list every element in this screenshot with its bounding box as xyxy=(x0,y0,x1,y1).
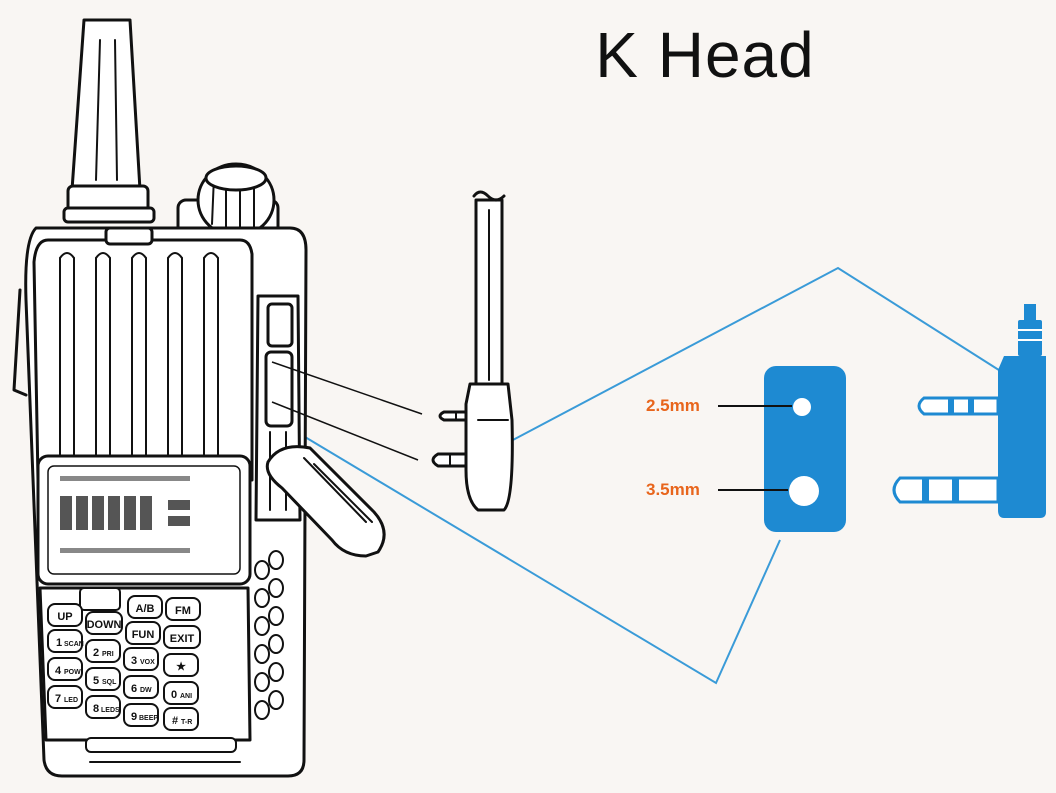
blue-plug-pin-large xyxy=(892,476,1000,504)
svg-text:SQL: SQL xyxy=(102,679,117,686)
svg-text:POW: POW xyxy=(64,669,81,676)
key-5[interactable]: 5 SQL xyxy=(85,667,121,691)
plug-pin-upper xyxy=(438,410,468,422)
key-0[interactable]: 0 ANI xyxy=(163,681,199,705)
k-head-plug-blue xyxy=(892,304,1046,518)
svg-text:SCAN: SCAN xyxy=(64,641,84,648)
key-ab[interactable]: A/B xyxy=(127,595,163,619)
label-2-5mm: 2.5mm xyxy=(646,396,700,415)
side-ptt-button xyxy=(266,302,294,348)
key-star[interactable]: ★ xyxy=(163,653,199,677)
key-6[interactable]: 6 DW xyxy=(123,675,159,699)
key-down[interactable]: DOWN xyxy=(85,611,123,635)
key-9[interactable]: 9 BEEP xyxy=(123,703,159,727)
svg-text:9: 9 xyxy=(131,711,137,723)
svg-text:VOX: VOX xyxy=(140,659,155,666)
svg-text:2: 2 xyxy=(93,647,99,659)
key-up[interactable]: UP xyxy=(47,603,83,627)
svg-text:5: 5 xyxy=(93,675,99,687)
jack-port-diagram xyxy=(718,366,846,532)
svg-text:UP: UP xyxy=(57,611,72,623)
svg-text:PRI: PRI xyxy=(102,651,114,658)
svg-text:LED: LED xyxy=(64,697,78,704)
svg-text:FM: FM xyxy=(175,605,191,617)
svg-text:ANI: ANI xyxy=(180,693,192,700)
svg-text:DOWN: DOWN xyxy=(87,619,122,631)
blue-plug-pin-small xyxy=(917,396,1000,416)
key-exit[interactable]: EXIT xyxy=(163,625,201,649)
svg-text:DW: DW xyxy=(140,687,152,694)
svg-text:0: 0 xyxy=(171,689,177,701)
svg-text:LEDS: LEDS xyxy=(101,707,120,714)
jack-plate xyxy=(764,366,846,532)
page-title: K Head xyxy=(595,19,815,91)
plug-body xyxy=(464,382,514,512)
callout-line-top xyxy=(510,266,1003,442)
key-2[interactable]: 2 PRI xyxy=(85,639,121,663)
svg-text:#: # xyxy=(172,715,178,727)
key-4[interactable]: 4 POW xyxy=(47,657,83,681)
label-3-5mm: 3.5mm xyxy=(646,480,700,499)
blue-plug-body xyxy=(998,356,1046,518)
key-1[interactable]: 1 SCAN xyxy=(47,629,84,653)
jack-cover xyxy=(265,445,386,558)
svg-text:7: 7 xyxy=(55,693,61,705)
svg-text:4: 4 xyxy=(55,665,62,677)
grill-ridges xyxy=(59,252,219,461)
svg-text:8: 8 xyxy=(93,703,99,715)
svg-text:6: 6 xyxy=(131,683,137,695)
callout-lines xyxy=(284,266,1003,685)
keypad: A/B FM UP DOWN FUN xyxy=(47,595,201,731)
key-7[interactable]: 7 LED xyxy=(47,685,83,709)
svg-text:★: ★ xyxy=(176,661,186,673)
svg-text:3: 3 xyxy=(131,655,137,667)
svg-text:1: 1 xyxy=(56,637,62,649)
key-fm[interactable]: FM xyxy=(165,597,201,621)
hole-3-5mm xyxy=(789,476,819,506)
svg-text:FUN: FUN xyxy=(132,629,155,641)
k-head-plug-drawing xyxy=(431,190,514,512)
svg-text:A/B: A/B xyxy=(136,603,155,615)
side-studs xyxy=(254,550,284,720)
svg-text:BEEP: BEEP xyxy=(139,715,158,722)
callout-line-bottom xyxy=(284,424,781,685)
hole-2-5mm xyxy=(793,398,811,416)
key-8[interactable]: 8 LEDS xyxy=(85,695,121,719)
side-button xyxy=(264,350,294,428)
lcd-segments xyxy=(60,476,190,553)
key-3[interactable]: 3 VOX xyxy=(123,647,159,671)
radio-illustration: A/B FM UP DOWN FUN xyxy=(12,18,386,778)
key-fun[interactable]: FUN xyxy=(125,621,161,645)
key-hash[interactable]: # T-R xyxy=(163,707,199,731)
svg-text:EXIT: EXIT xyxy=(170,633,195,645)
svg-text:T-R: T-R xyxy=(181,719,192,726)
